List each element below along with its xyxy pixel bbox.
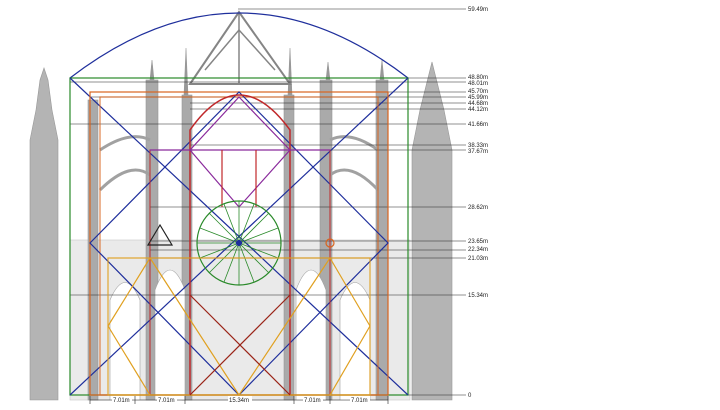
height-labels: 59.49m 48.80m 48.01m 45.70m 45.99m 44.68… xyxy=(468,7,488,399)
height-label: 44.12m xyxy=(468,107,488,113)
height-label: 22.34m xyxy=(468,247,488,253)
height-label: 48.80m xyxy=(468,75,488,81)
height-label: 59.49m xyxy=(468,7,488,13)
cathedral-point-cloud xyxy=(29,10,453,401)
height-label: 48.01m xyxy=(468,81,488,87)
height-label: 37.67m xyxy=(468,149,488,155)
width-label: 7.01m xyxy=(351,398,368,404)
height-label: 0 xyxy=(468,393,472,399)
width-label: 15.34m xyxy=(229,398,249,404)
height-label: 41.66m xyxy=(468,122,488,128)
height-label: 44.68m xyxy=(468,101,488,107)
height-label: 15.34m xyxy=(468,293,488,299)
height-label: 45.70m xyxy=(468,89,488,95)
height-label: 23.65m xyxy=(468,239,488,245)
height-label: 45.99m xyxy=(468,95,488,101)
width-labels: 7.01m 7.01m 15.34m 7.01m 7.01m xyxy=(112,396,370,404)
height-label: 38.33m xyxy=(468,143,488,149)
width-label: 7.01m xyxy=(304,398,321,404)
width-label: 7.01m xyxy=(158,398,175,404)
width-label: 7.01m xyxy=(113,398,130,404)
height-label: 21.03m xyxy=(468,256,488,262)
construction-geometry xyxy=(69,12,409,397)
height-label: 28.62m xyxy=(468,205,488,211)
